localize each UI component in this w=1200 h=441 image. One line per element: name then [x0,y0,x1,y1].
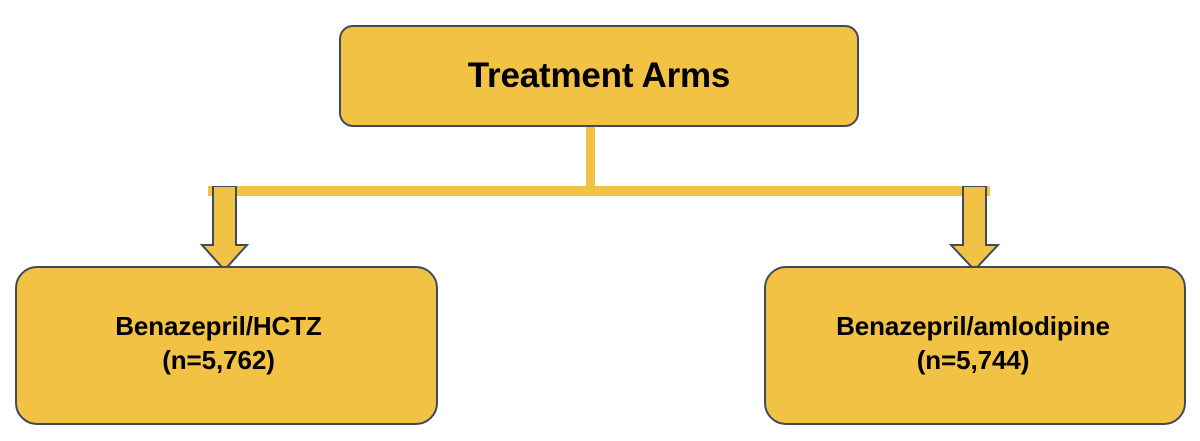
node-benazepril-amlodipine-count: (n=5,744) [916,344,1030,375]
vertical-trunk-connector [586,125,595,191]
node-treatment-arms-label: Treatment Arms [467,56,731,95]
node-benazepril-hctz-text: Benazepril/HCTZ (n=5,762) [115,310,322,382]
node-treatment-arms: Treatment Arms [339,25,859,127]
node-benazepril-hctz-drug: Benazepril/HCTZ [115,310,322,341]
node-benazepril-hctz: Benazepril/HCTZ (n=5,762) [15,266,438,425]
node-benazepril-amlodipine: Benazepril/amlodipine (n=5,744) [764,266,1186,425]
node-benazepril-amlodipine-text: Benazepril/amlodipine (n=5,744) [836,310,1110,382]
down-arrow-right-icon [948,186,1001,272]
node-benazepril-amlodipine-drug: Benazepril/amlodipine [836,310,1110,341]
down-arrow-left-icon [199,186,250,272]
right-arrow-bus-joint [964,187,985,196]
node-benazepril-hctz-count: (n=5,762) [162,344,275,375]
horizontal-bus-connector [208,186,990,196]
left-arrow-bus-joint [214,187,235,196]
